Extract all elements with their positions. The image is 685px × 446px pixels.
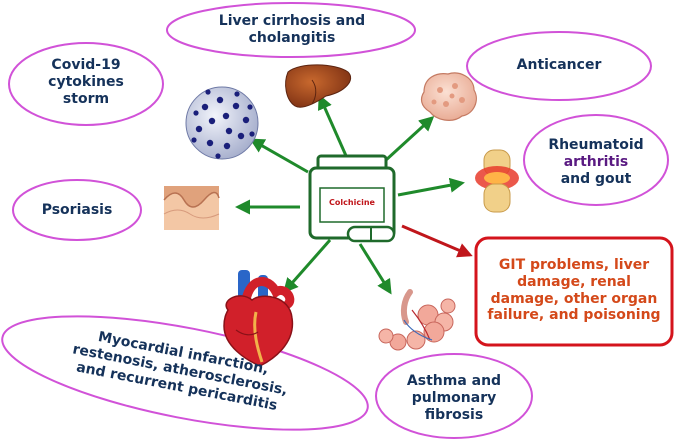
psoriasis-ellipse [12,179,142,241]
arrow-to-asthma [358,243,392,295]
rheumatoid-label-line-2: arthritis [563,153,629,170]
adverse-box [474,236,674,347]
liver-label-line-1: Liver cirrhosis and [218,13,366,29]
arrow-to-liver [317,94,349,159]
drug-name: Colchicine [329,198,375,207]
pill-icon [346,225,396,243]
colchicine-bottle-icon [308,154,396,240]
anticancer-label: Anticancer [484,57,634,74]
covid-label-line-1: Covid-19 [51,57,121,73]
rheumatoid-label-line-3: and gout [560,170,632,187]
lung-alveoli-icon [378,289,456,351]
rheumatoid-label: Rheumatoid arthritis and gout [538,137,654,187]
asthma-label-line-3: fibrosis [424,406,484,423]
drug-label: Colchicine [322,198,382,208]
arrow-to-rheumatoid [397,177,465,197]
adverse-label-line-1: GIT problems, liver [498,257,650,273]
arrow-to-cardio [283,239,332,294]
anticancer-ellipse [466,31,652,101]
adverse-label-line-3: damage, other organ [490,290,658,307]
psoriasis-label: Psoriasis [27,202,127,219]
arrow-to-covid [249,138,309,174]
anticancer-label-line-1: Anticancer [516,57,602,73]
cardio-ellipse [1,315,369,431]
asthma-label-line-2: pulmonary [411,389,497,406]
asthma-label-line-1: Asthma and [406,373,502,389]
covid-label-line-2: cytokines [48,73,124,90]
skin-icon [163,186,220,230]
liver-icon [285,64,352,108]
liver-label: Liver cirrhosis and cholangitis [192,13,392,47]
covid-ellipse [8,42,164,126]
psoriasis-label-line-1: Psoriasis [41,202,113,218]
covid-label: Covid-19 cytokines storm [28,57,144,107]
rheumatoid-label-line-1: Rheumatoid [548,137,644,153]
cancer-cell-icon [420,72,477,121]
adverse-label-line-4: failure, and poisoning [487,307,661,324]
adverse-label: GIT problems, liver damage, renal damage… [480,257,668,324]
asthma-label: Asthma and pulmonary fibrosis [396,373,512,423]
arrow-to-adverse [401,224,473,258]
virus-icon [185,86,259,160]
arrow-to-anticancer [384,115,435,162]
knee-joint-icon [475,149,519,213]
covid-label-line-3: storm [62,90,110,107]
liver-ellipse [166,2,416,58]
liver-label-line-2: cholangitis [248,29,336,46]
heart-icon [223,270,295,367]
asthma-ellipse [375,353,533,439]
rheumatoid-ellipse [523,114,669,206]
adverse-label-line-2: damage, renal [517,273,631,290]
